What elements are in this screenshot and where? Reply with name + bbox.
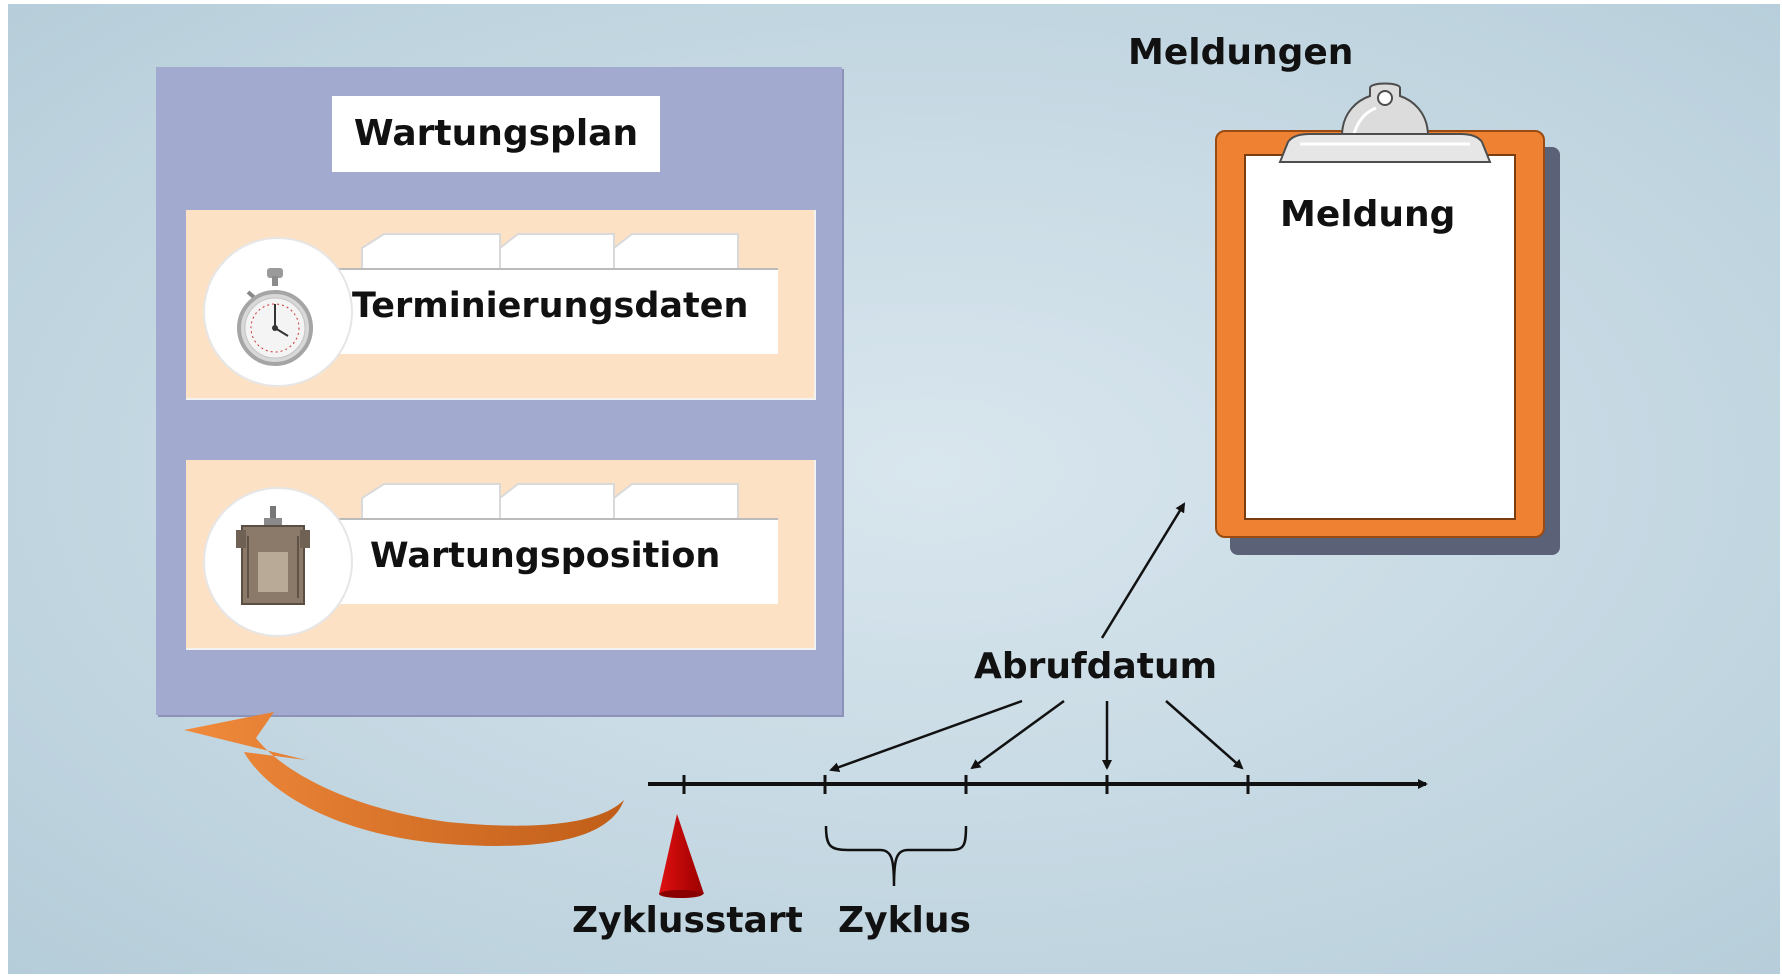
call-arrow-2 bbox=[970, 699, 1065, 770]
cycle-brace bbox=[824, 825, 968, 887]
clipboard-paper bbox=[1244, 154, 1516, 520]
clip-icon bbox=[1270, 82, 1500, 168]
call-arrow-4 bbox=[1165, 700, 1244, 770]
scheduling-data-label: Terminierungsdaten bbox=[352, 286, 749, 326]
diagram-canvas: Wartungsplan Terminierungsdaten bbox=[8, 4, 1780, 974]
call-to-notification-arrow bbox=[1100, 502, 1186, 639]
maintenance-plan-title-box bbox=[332, 96, 660, 172]
stopwatch-icon bbox=[230, 266, 320, 366]
notification-label: Meldung bbox=[1280, 194, 1456, 235]
maintenance-plan-title: Wartungsplan bbox=[353, 113, 639, 154]
timeline bbox=[8, 4, 1780, 974]
call-date-label: Abrufdatum bbox=[974, 646, 1218, 687]
notifications-title: Meldungen bbox=[1128, 32, 1354, 73]
motor-icon bbox=[234, 506, 314, 610]
maintenance-item-label: Wartungsposition bbox=[370, 536, 721, 576]
cycle-start-marker bbox=[659, 814, 704, 894]
cycle-label: Zyklus bbox=[838, 900, 971, 941]
cycle-start-label: Zyklusstart bbox=[572, 900, 803, 941]
scheduling-data-card bbox=[186, 210, 816, 400]
call-arrow-1 bbox=[829, 699, 1023, 772]
return-arrow bbox=[184, 712, 624, 846]
